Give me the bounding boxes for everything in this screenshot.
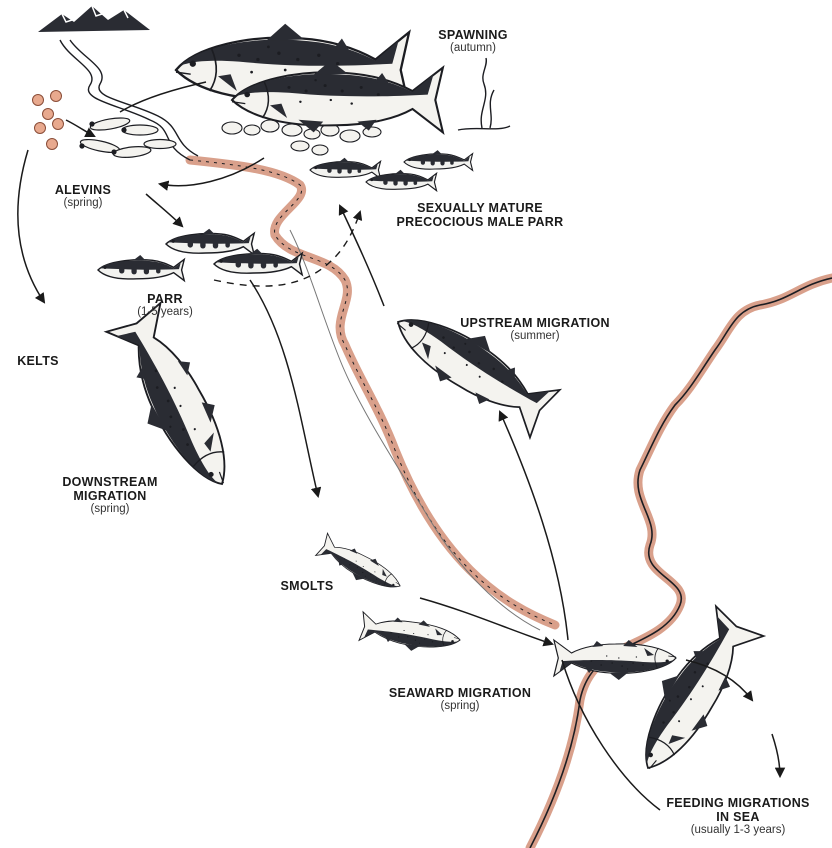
label-feeding-sub: (usually 1-3 years) <box>650 824 826 837</box>
label-precocious-line1: SEXUALLY MATURE <box>380 201 580 215</box>
arrow-spawn-to-kelts <box>18 150 44 302</box>
label-feeding-line1: FEEDING MIGRATIONS <box>650 796 826 810</box>
label-kelts-title: KELTS <box>8 354 68 368</box>
coastline <box>530 278 832 848</box>
label-downstream-migration: DOWNSTREAM MIGRATION (spring) <box>50 475 170 516</box>
label-downstream-line2: MIGRATION <box>50 489 170 503</box>
seaweed-icon <box>458 58 510 130</box>
sea-feeding-salmon <box>619 603 764 783</box>
label-upstream-migration: UPSTREAM MIGRATION (summer) <box>450 316 620 343</box>
upstream-migrant-salmon <box>383 293 563 438</box>
label-smolts-title: SMOLTS <box>272 579 342 593</box>
label-downstream-sub: (spring) <box>50 503 170 516</box>
label-alevins-sub: (spring) <box>28 197 138 210</box>
mountain-range-icon <box>38 6 150 32</box>
label-feeding-migrations: FEEDING MIGRATIONS IN SEA (usually 1-3 y… <box>650 796 826 837</box>
label-feeding-line2: IN SEA <box>650 810 826 824</box>
precocious-male-parr <box>310 150 473 191</box>
label-spawning-sub: (autumn) <box>420 42 526 55</box>
seaward-migrant-salmon <box>554 640 676 680</box>
label-kelts: KELTS <box>8 354 68 368</box>
label-seaward-migration: SEAWARD MIGRATION (spring) <box>370 686 550 713</box>
arrow-eggs-to-alevins <box>66 120 94 136</box>
arrow-alevins-to-parr <box>146 194 182 226</box>
label-downstream-line1: DOWNSTREAM <box>50 475 170 489</box>
smolt-group <box>314 533 462 657</box>
label-alevins: ALEVINS (spring) <box>28 183 138 210</box>
alevins-cluster <box>79 116 176 159</box>
label-smolts: SMOLTS <box>272 579 342 593</box>
label-spawning: SPAWNING (autumn) <box>420 28 526 55</box>
label-upstream-title: UPSTREAM MIGRATION <box>450 316 620 330</box>
label-alevins-title: ALEVINS <box>28 183 138 197</box>
label-seaward-sub: (spring) <box>370 700 550 713</box>
arrow-ascent-to-spawn <box>120 82 206 112</box>
label-precocious-line2: PRECOCIOUS MALE PARR <box>380 215 580 229</box>
label-seaward-title: SEAWARD MIGRATION <box>370 686 550 700</box>
label-upstream-sub: (summer) <box>450 330 620 343</box>
arrow-parr-to-smolts <box>250 280 318 496</box>
spawning-salmon-pair <box>176 24 443 133</box>
arrow-feeding-curve <box>772 734 780 776</box>
label-parr-sub: (1-5 years) <box>120 306 210 319</box>
label-parr: PARR (1-5 years) <box>120 292 210 319</box>
label-spawning-title: SPAWNING <box>420 28 526 42</box>
kelt-salmon <box>100 303 249 502</box>
salmon-eggs-icon <box>33 91 64 150</box>
label-parr-title: PARR <box>120 292 210 306</box>
label-precocious-male-parr: SEXUALLY MATURE PRECOCIOUS MALE PARR <box>380 201 580 229</box>
